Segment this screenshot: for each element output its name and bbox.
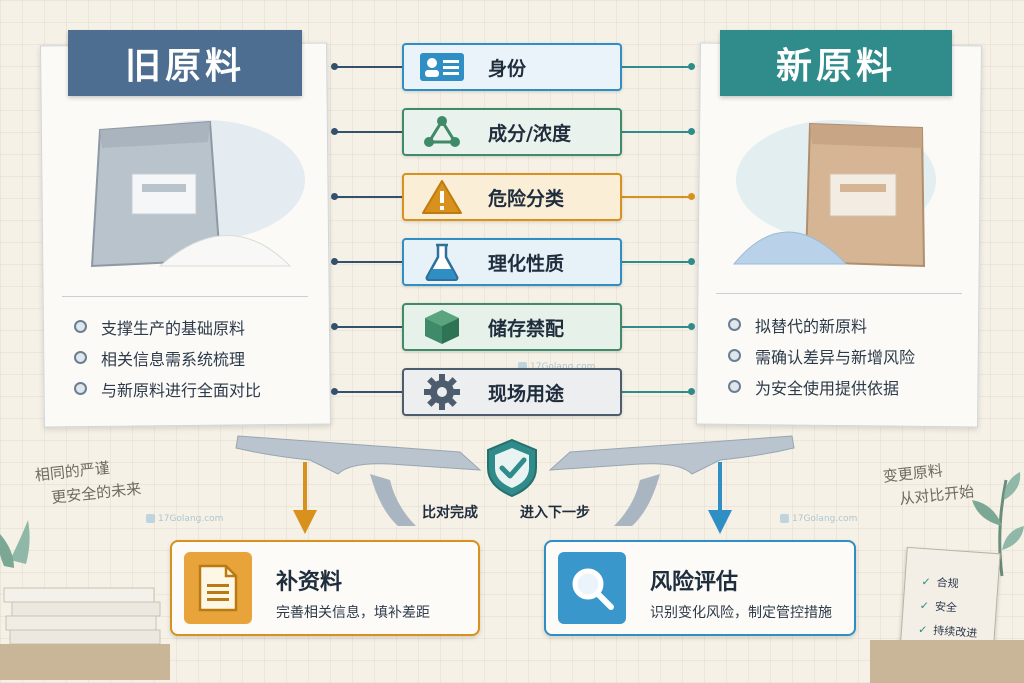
arrow-down-blue-icon <box>708 462 732 534</box>
compare-row-composition: 成分/浓度 <box>402 108 622 156</box>
connector-node <box>331 323 338 330</box>
supplement-title: 补资料 <box>276 570 343 595</box>
connector-line-right <box>622 326 692 328</box>
new-material-bag-icon <box>732 120 936 268</box>
compare-row-identity: 身份 <box>402 43 622 91</box>
checklist-item: 合规 <box>921 573 959 592</box>
row-label: 理化性质 <box>488 252 565 275</box>
new-material-list: 拟替代的新原料 需确认差异与新增风险 为安全使用提供依据 <box>728 309 915 402</box>
merge-left-label: 比对完成 <box>422 505 478 521</box>
old-material-bag-icon <box>90 120 305 268</box>
paper-stack-icon <box>0 520 170 680</box>
connector-line-right <box>622 66 692 68</box>
list-item: 为安全使用提供依据 <box>728 371 915 402</box>
connector-line-left <box>334 261 402 263</box>
list-item: 拟替代的新原料 <box>728 309 915 340</box>
list-item: 相关信息需系统梳理 <box>74 342 261 373</box>
old-material-list: 支撑生产的基础原料 相关信息需系统梳理 与新原料进行全面对比 <box>74 311 261 404</box>
list-item: 与新原料进行全面对比 <box>74 373 261 404</box>
supplement-card: 补资料 完善相关信息，填补差距 <box>170 540 480 636</box>
id-card-icon <box>418 51 466 83</box>
merge-right-label: 进入下一步 <box>520 505 590 521</box>
document-icon <box>184 552 252 624</box>
compare-row-hazard: 危险分类 <box>402 173 622 221</box>
connector-node <box>688 193 695 200</box>
connector-line-left <box>334 391 402 393</box>
connector-node <box>688 323 695 330</box>
connector-node <box>331 128 338 135</box>
bullet-icon <box>728 349 741 362</box>
connector-node <box>331 63 338 70</box>
gear-icon <box>418 374 466 410</box>
old-material-title: 旧原料 <box>68 30 302 96</box>
watermark: 17Golang.com <box>780 514 857 524</box>
box-icon <box>418 310 466 344</box>
checklist-item: 安全 <box>919 597 957 616</box>
new-material-title: 新原料 <box>720 30 952 96</box>
molecule-icon <box>418 116 466 148</box>
connector-line-left <box>334 66 402 68</box>
connector-node <box>688 258 695 265</box>
connector-line-right <box>622 131 692 133</box>
connector-line-left <box>334 196 402 198</box>
connector-line-left <box>334 131 402 133</box>
connector-line-right <box>622 261 692 263</box>
plant-icon <box>972 472 1024 577</box>
row-label: 身份 <box>488 57 527 80</box>
bullet-icon <box>74 351 87 364</box>
connector-node <box>688 128 695 135</box>
note-left: 相同的严谨 更安全的未来 <box>34 458 142 507</box>
row-label: 储存禁配 <box>488 317 565 340</box>
checklist-item: 持续改进 <box>918 621 978 641</box>
merge-funnel <box>235 435 795 526</box>
risk-desc: 识别变化风险，制定管控措施 <box>650 605 832 621</box>
risk-assessment-card: 风险评估 识别变化风险，制定管控措施 <box>544 540 856 636</box>
connector-node <box>331 193 338 200</box>
bullet-icon <box>74 320 87 333</box>
connector-node <box>331 258 338 265</box>
bullet-icon <box>728 380 741 393</box>
warning-icon <box>418 180 466 214</box>
bullet-icon <box>74 382 87 395</box>
magnifier-icon <box>558 552 626 624</box>
compare-row-properties: 理化性质 <box>402 238 622 286</box>
row-label: 成分/浓度 <box>488 122 571 145</box>
row-label: 现场用途 <box>488 382 565 405</box>
arrow-down-orange-icon <box>293 462 317 534</box>
bullet-icon <box>728 318 741 331</box>
connector-line-left <box>334 326 402 328</box>
connector-node <box>688 388 695 395</box>
watermark: 17Golang.com <box>146 514 223 524</box>
connector-node <box>331 388 338 395</box>
desk-surface <box>870 640 1024 683</box>
compare-row-storage: 储存禁配 <box>402 303 622 351</box>
connector-line-right <box>622 391 692 393</box>
compare-row-usage: 现场用途 <box>402 368 622 416</box>
supplement-desc: 完善相关信息，填补差距 <box>276 605 430 621</box>
watermark: 17Golang.com <box>518 362 595 372</box>
flask-icon <box>418 243 466 281</box>
list-item: 需确认差异与新增风险 <box>728 340 915 371</box>
connector-node <box>688 63 695 70</box>
shield-check-icon <box>487 438 537 498</box>
risk-title: 风险评估 <box>650 570 739 595</box>
row-label: 危险分类 <box>488 187 565 210</box>
connector-line-right <box>622 196 692 198</box>
list-item: 支撑生产的基础原料 <box>74 311 261 342</box>
